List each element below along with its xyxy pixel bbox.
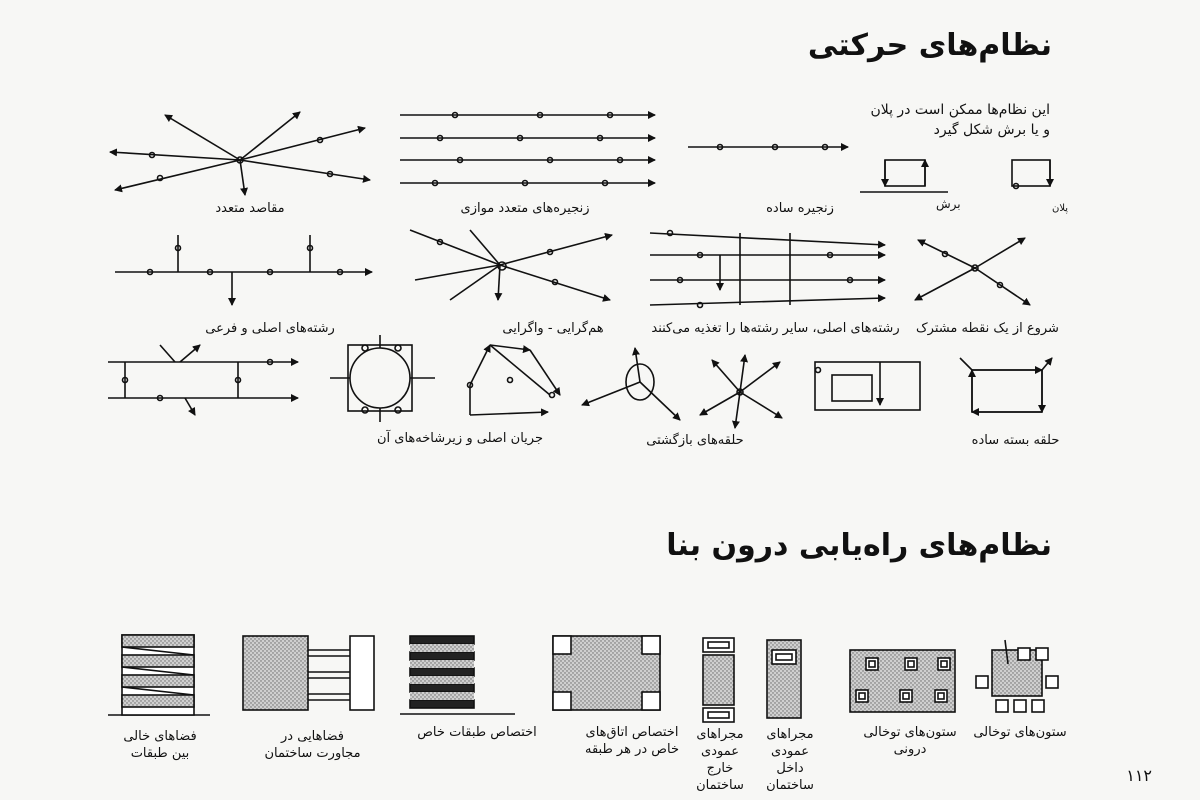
diagram-main-flow-network	[330, 335, 435, 422]
building-dedicated-floors	[400, 635, 515, 715]
diagram-common-start-point	[914, 237, 1031, 306]
diagram-parallel-chains	[400, 111, 656, 187]
diagram-loop-center	[581, 347, 681, 421]
building-interior-hollow-columns	[849, 649, 956, 713]
label-common-start: شروع از یک نقطه مشترک	[916, 321, 1059, 336]
diagram-simple-chain	[688, 143, 849, 151]
note-line-2: و یا برش شکل گیرد	[933, 122, 1050, 138]
building-internal-shafts	[766, 639, 802, 719]
diagram-main-strands-feed	[649, 229, 886, 309]
diagram-convergence-divergence	[409, 229, 613, 302]
diagram-section-plan-sketch	[860, 159, 1054, 193]
building-voids-between-floors	[108, 634, 210, 716]
section-heading-wayfinding: نظام‌های راه‌یابی درون بنا	[666, 528, 1052, 563]
label-simple-chain: زنجیره ساده	[766, 201, 834, 216]
label-simple-closed-loop: حلقه بسته ساده	[971, 433, 1060, 448]
plan-sublabel: پلان	[1052, 203, 1069, 214]
building-hollow-columns	[975, 639, 1059, 713]
section-sublabel: برش	[936, 197, 961, 211]
building-external-shafts	[702, 637, 735, 723]
label-main-flow-branches: جریان اصلی و زیرشاخه‌های آن	[376, 431, 543, 446]
label-main-and-branch: رشته‌های اصلی و فرعی	[205, 321, 335, 336]
page-number: ۱۱۲	[1126, 766, 1152, 785]
diagram-return-loops	[466, 344, 561, 417]
note-line-1: این نظام‌ها ممکن است در پلان	[870, 102, 1050, 118]
label-hollow-columns: ستون‌های توخالی	[973, 725, 1067, 740]
label-parallel-chains: زنجیره‌های متعدد موازی	[460, 201, 590, 216]
diagram-loops-plan	[814, 361, 921, 411]
label-return-loops: حلقه‌های بازگشتی	[646, 433, 744, 448]
building-dedicated-rooms	[552, 635, 661, 711]
plan-section-note: این نظام‌ها ممکن است در پلان و یا برش شک…	[840, 100, 1050, 140]
label-multiple-destinations: مقاصد متعدد	[215, 201, 285, 216]
diagram-main-and-branch	[115, 235, 373, 306]
diagram-main-flow-left	[108, 344, 299, 416]
label-convergence-divergence: هم‌گرایی - واگرایی	[502, 321, 604, 336]
label-dedicated-floors: اختصاص طبقات خاص	[417, 725, 537, 740]
section-heading-movement: نظام‌های حرکتی	[807, 28, 1052, 63]
building-adjacent-spaces	[242, 635, 375, 711]
diagram-star-burst	[699, 354, 783, 429]
diagram-multiple-destinations	[109, 111, 371, 196]
diagram-simple-closed-loop	[959, 357, 1053, 416]
label-main-strands-feed: رشته‌های اصلی، سایر رشته‌ها را تغذیه می‌…	[651, 321, 900, 336]
